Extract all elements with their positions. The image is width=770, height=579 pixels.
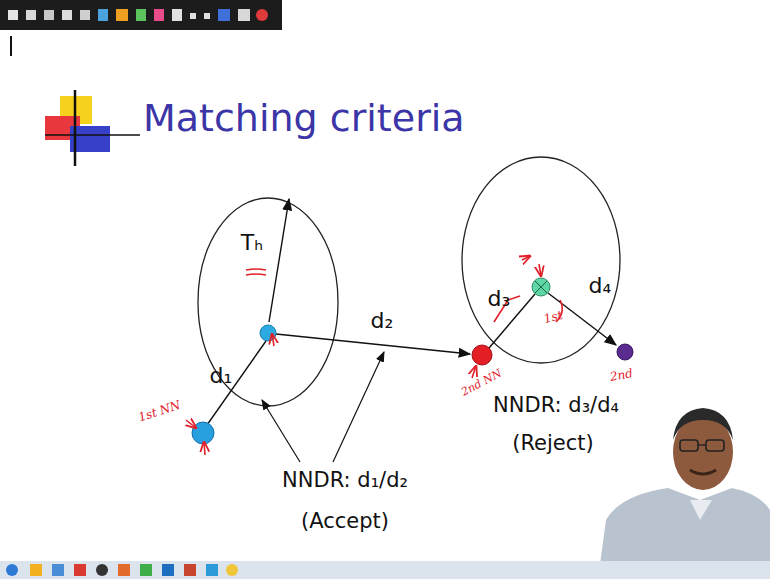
threshold-label: Tₕ (241, 230, 263, 255)
taskbar-icons (6, 564, 238, 576)
ratio-label: NNDR: d₁/d₂ (282, 468, 408, 492)
shape-part (680, 440, 698, 451)
distance-line (207, 341, 266, 425)
neighbour-point (617, 344, 633, 360)
shape-part (246, 269, 266, 270)
shape-part (74, 564, 86, 576)
shape-part (52, 564, 64, 576)
toolbar (0, 0, 282, 30)
pointer-arrow (262, 400, 300, 462)
shape-part (98, 9, 108, 21)
shape-part (26, 10, 36, 20)
shape-part (45, 134, 140, 136)
shape-part (472, 366, 476, 378)
handwritten-marks (186, 256, 562, 455)
distance-label: d₄ (589, 273, 612, 298)
threshold-arrow (269, 199, 289, 322)
taskbar (0, 561, 770, 579)
shape-part (140, 564, 152, 576)
query-point (532, 278, 550, 296)
shape-part (256, 9, 268, 21)
presenter-photo (598, 408, 770, 579)
shape-part (204, 442, 205, 455)
shape-part (206, 564, 218, 576)
handwritten-note: 1st NN (137, 399, 183, 426)
shape-part (535, 281, 547, 293)
shape-part (162, 564, 174, 576)
shape-part (30, 564, 42, 576)
shape-part (690, 500, 712, 520)
toolbar-icons (8, 9, 268, 21)
shape-part (226, 564, 238, 576)
pointer-arrow (333, 352, 384, 462)
query-point (260, 325, 276, 341)
shape-part (190, 13, 196, 19)
shape-part (118, 564, 130, 576)
shape-part (44, 10, 54, 20)
shape-part (522, 256, 530, 260)
neighbour-point (192, 422, 214, 444)
ratio-label: NNDR: d₃/d₄ (493, 393, 619, 417)
shape-part (154, 9, 164, 21)
threshold-circle (198, 198, 338, 406)
handwritten-note: 2nd (609, 367, 634, 385)
shape-part (74, 90, 77, 166)
shape-part (246, 274, 266, 275)
shape-part (204, 13, 210, 19)
shape-part (186, 420, 196, 428)
cursor-mark (10, 36, 12, 56)
shape-part (136, 9, 146, 21)
distance-label: d₁ (210, 363, 233, 388)
distance-arrow (276, 334, 470, 354)
distance-label: d₂ (371, 308, 394, 333)
distance-label: d₃ (488, 286, 511, 311)
shape-part (698, 444, 706, 445)
shape-part (238, 9, 250, 21)
shape-part (535, 281, 547, 293)
handwritten-note: 1st (542, 309, 564, 327)
shape-part (690, 470, 716, 474)
shape-part (673, 408, 733, 440)
shape-part (539, 264, 541, 276)
shape-part (706, 440, 724, 451)
shape-part (532, 278, 550, 296)
neighbour-point (472, 345, 492, 365)
shape-part (62, 10, 72, 20)
decision-label: (Reject) (512, 431, 594, 455)
shape-part (8, 10, 18, 20)
shape-part (116, 9, 128, 21)
shape-part (80, 10, 90, 20)
shape-part (184, 564, 196, 576)
shape-part (172, 9, 182, 21)
title-logo (45, 90, 140, 166)
shape-part (96, 564, 108, 576)
shape-part (6, 564, 18, 576)
threshold-circle (462, 157, 620, 363)
decision-label: (Accept) (301, 509, 389, 533)
shape-part (272, 334, 274, 346)
shape-part (218, 9, 230, 21)
slide-title: Matching criteria (143, 97, 465, 141)
